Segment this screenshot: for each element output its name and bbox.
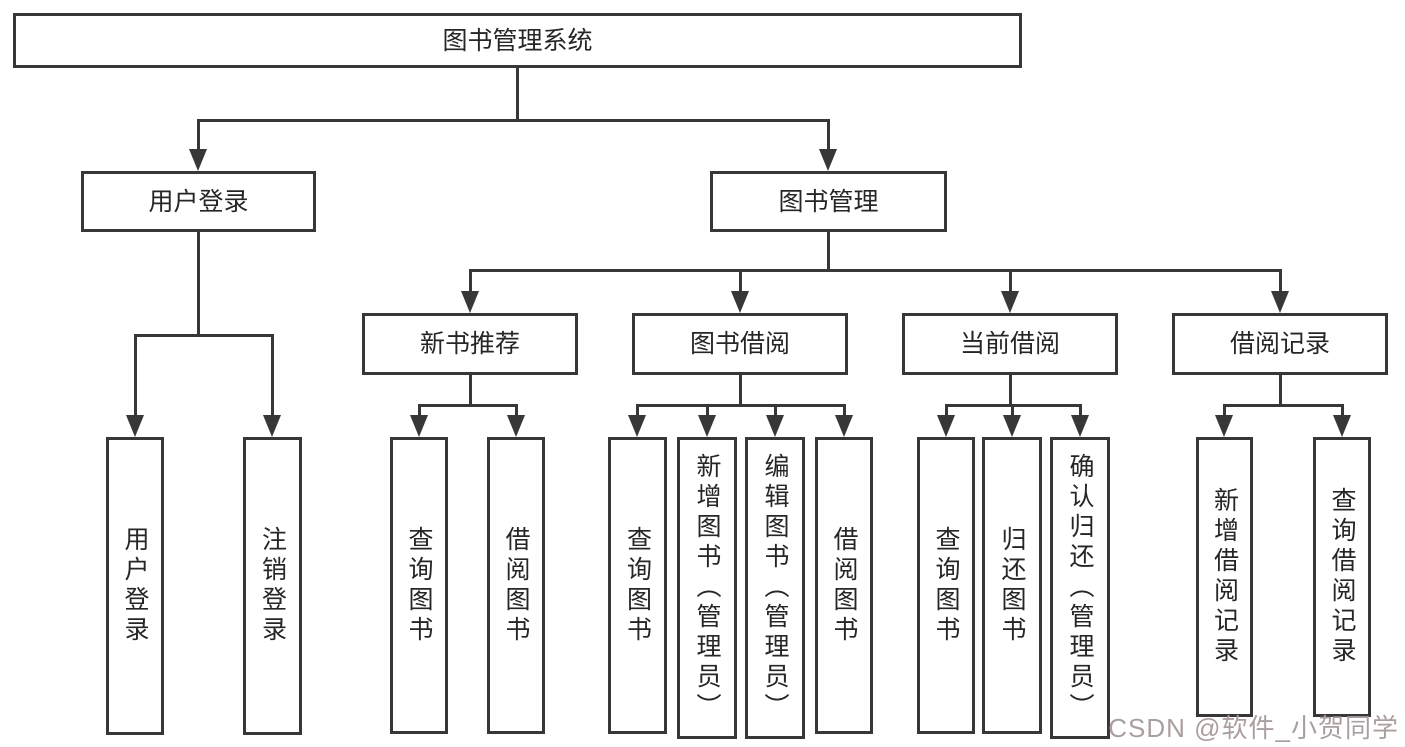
arrowhead-icon (698, 415, 716, 437)
node-label: 当前借阅 (959, 330, 1060, 358)
connector-line (134, 334, 274, 337)
node-label: 借阅记录 (1229, 330, 1330, 358)
csdn-watermark: CSDN @软件_小贺同学 (1108, 713, 1399, 743)
arrowhead-icon (1271, 291, 1289, 313)
node-borrowing: 图书借阅 (632, 313, 848, 375)
arrowhead-icon (189, 149, 207, 171)
connector-line (1279, 269, 1282, 293)
node-label: 借阅图书 (502, 525, 530, 646)
connector-line (636, 404, 639, 417)
connector-line (418, 404, 421, 417)
node-new-books: 新书推荐 (362, 313, 578, 375)
arrowhead-icon (937, 415, 955, 437)
connector-line (636, 404, 846, 407)
connector-line (1009, 269, 1012, 293)
arrowhead-icon (1071, 415, 1089, 437)
node-label: 借阅图书 (830, 525, 858, 646)
connector-line (1009, 375, 1012, 406)
arrowhead-icon (835, 415, 853, 437)
arrowhead-icon (263, 415, 281, 437)
connector-line (827, 119, 830, 151)
arrowhead-icon (628, 415, 646, 437)
arrowhead-icon (507, 415, 525, 437)
node-label: 归还图书 (998, 525, 1026, 646)
node-root: 图书管理系统 (13, 13, 1022, 68)
leaf-borrow-book-2: 借阅图书 (815, 437, 873, 734)
connector-line (827, 232, 830, 271)
arrowhead-icon (1215, 415, 1233, 437)
leaf-borrow-book-1: 借阅图书 (487, 437, 545, 734)
connector-line (197, 232, 200, 336)
node-borrow-records: 借阅记录 (1172, 313, 1388, 375)
leaf-return-book: 归还图书 (982, 437, 1042, 734)
connector-line (469, 375, 472, 406)
connector-line (197, 119, 200, 151)
node-book-mgmt: 图书管理 (710, 171, 947, 232)
connector-line (197, 119, 830, 122)
arrowhead-icon (410, 415, 428, 437)
leaf-query-book-2: 查询图书 (608, 437, 667, 734)
connector-line (1079, 404, 1082, 417)
connector-line (516, 68, 519, 121)
node-label: 新书推荐 (419, 330, 520, 358)
node-label: 图书管理 (778, 187, 879, 216)
connector-line (774, 404, 777, 417)
leaf-user-login: 用户登录 (106, 437, 164, 735)
node-label: 确认归还（管理员） (1066, 453, 1094, 723)
connector-line (515, 404, 518, 417)
connector-line (134, 334, 137, 417)
connector-line (271, 334, 274, 417)
node-label: 查询图书 (405, 525, 433, 646)
connector-line (739, 375, 742, 406)
connector-line (1011, 404, 1014, 417)
node-label: 查询借阅记录 (1328, 487, 1356, 667)
connector-line (418, 404, 518, 407)
leaf-query-book-3: 查询图书 (917, 437, 975, 734)
node-label: 新增图书（管理员） (693, 453, 721, 723)
leaf-logout: 注销登录 (243, 437, 302, 735)
connector-line (1223, 404, 1344, 407)
connector-line (706, 404, 709, 417)
node-label: 注销登录 (258, 526, 287, 646)
connector-line (469, 269, 1281, 272)
leaf-query-book-1: 查询图书 (390, 437, 448, 734)
arrowhead-icon (1001, 291, 1019, 313)
node-user-login: 用户登录 (81, 171, 316, 232)
leaf-edit-book-admin: 编辑图书（管理员） (745, 437, 805, 739)
arrowhead-icon (126, 415, 144, 437)
node-label: 用户登录 (121, 526, 149, 646)
node-label: 编辑图书（管理员） (761, 453, 789, 723)
arrowhead-icon (461, 291, 479, 313)
connector-line (1279, 375, 1282, 406)
leaf-query-borrow-record: 查询借阅记录 (1313, 437, 1371, 717)
node-label: 查询图书 (932, 525, 960, 646)
node-label: 查询图书 (623, 525, 652, 646)
leaf-confirm-return-admin: 确认归还（管理员） (1050, 437, 1110, 739)
leaf-add-book-admin: 新增图书（管理员） (677, 437, 737, 739)
connector-line (469, 269, 472, 293)
leaf-add-borrow-record: 新增借阅记录 (1196, 437, 1253, 717)
arrowhead-icon (1333, 415, 1351, 437)
node-current-borrow: 当前借阅 (902, 313, 1118, 375)
connector-line (739, 269, 742, 293)
arrowhead-icon (1003, 415, 1021, 437)
connector-line (1223, 404, 1226, 417)
node-label: 图书管理系统 (442, 26, 593, 55)
arrowhead-icon (819, 149, 837, 171)
node-label: 图书借阅 (689, 330, 790, 358)
connector-line (945, 404, 948, 417)
connector-line (843, 404, 846, 417)
node-label: 用户登录 (148, 187, 249, 216)
connector-line (1341, 404, 1344, 417)
node-label: 新增借阅记录 (1210, 487, 1239, 667)
arrowhead-icon (731, 291, 749, 313)
arrowhead-icon (766, 415, 784, 437)
